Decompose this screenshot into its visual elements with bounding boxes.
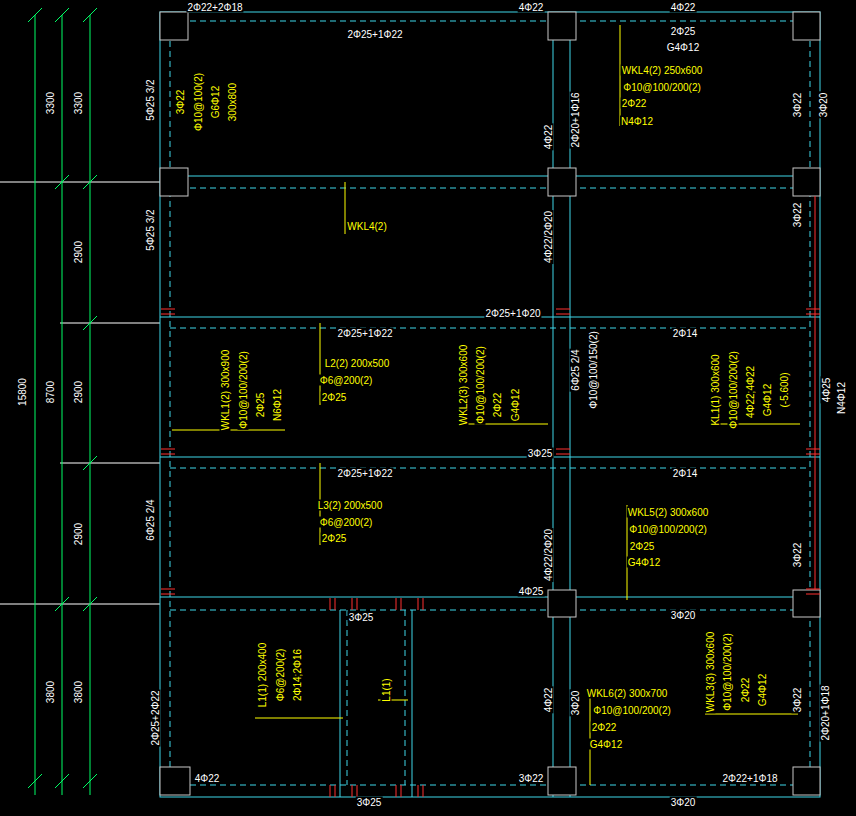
beam-label: 2Φ25 (321, 392, 348, 403)
beam-label: Φ6@200(2) (275, 648, 286, 703)
beam-label: L3(2) 200x500 (317, 500, 384, 511)
beam-label: L1(1) 200x400 (257, 642, 268, 709)
beam-label: 2Φ25 (255, 392, 266, 419)
beam-label: WKL3(3) 300x600 (705, 631, 716, 714)
rebar-note: 2Φ22+2Φ18 (186, 1, 243, 12)
beam-label: Φ10@100/200(2) (238, 350, 249, 430)
rebar-note: 2Φ14 (672, 468, 699, 479)
rebar-note: 5Φ25 3/2 (145, 78, 156, 121)
beam-label: N4Φ12 (620, 116, 654, 127)
beam-label: L2(2) 200x500 (324, 358, 391, 369)
rebar-note: 3Φ20 (670, 610, 697, 621)
rebar-note: N4Φ12 (836, 381, 847, 415)
rebar-note: 4Φ22/2Φ20 (543, 528, 554, 582)
dimension-text: 8700 (45, 380, 56, 404)
beam-label: G4Φ12 (762, 383, 773, 417)
beam-label: Φ10@100/200(2) (722, 632, 733, 712)
beam-label: G4Φ12 (627, 557, 661, 568)
rebar-note: 3Φ20 (670, 797, 697, 808)
beam-label: (-5.600) (779, 371, 790, 408)
rebar-note: 6Φ25 2/4 (570, 348, 581, 391)
beam-label: N6Φ12 (272, 388, 283, 422)
beam-label: G4Φ12 (510, 388, 521, 422)
dimension-text: 3300 (73, 91, 84, 115)
rebar-note: 3Φ22 (792, 202, 803, 229)
rebar-note: 4Φ22 (518, 2, 545, 13)
dimension-text: 2900 (73, 380, 84, 404)
rebar-note: 2Φ20+1Φ18 (820, 684, 831, 741)
beam-label: 2Φ22 (740, 677, 751, 704)
dimension-text: 2900 (73, 240, 84, 264)
rebar-note: 4Φ25 (821, 377, 832, 404)
rebar-note: 4Φ22 (670, 2, 697, 13)
rebar-note: 2Φ22+1Φ18 (721, 773, 778, 784)
rebar-note: 2Φ25+2Φ22 (150, 689, 161, 746)
rebar-note: 4Φ25 (518, 586, 545, 597)
beam-label: 2Φ22 (591, 722, 618, 733)
beam-label: WKL2(3) 300x600 (458, 344, 469, 427)
beam-label: Φ10@100/200(2) (475, 345, 486, 425)
rebar-note: 2Φ20+1Φ16 (570, 91, 581, 148)
rebar-note: 2Φ25 (670, 26, 697, 37)
beam-label: Φ10@100/200(2) (728, 350, 739, 430)
dimension-text: 3800 (73, 680, 84, 704)
beam-label: G6Φ12 (210, 85, 221, 119)
beam-label: WKL4(2) (346, 221, 387, 232)
beam-label: 4Φ22;4Φ22 (745, 365, 756, 419)
beam-label: Φ10@100(2) (193, 72, 204, 132)
rebar-note: 3Φ25 (356, 797, 383, 808)
beam-label: L1(1) (381, 677, 392, 702)
dimension-text: 15800 (17, 377, 28, 407)
dimension-text: 2900 (73, 522, 84, 546)
rebar-note: 2Φ25+1Φ22 (346, 29, 403, 40)
beam-label: 2Φ22 (621, 98, 648, 109)
beam-label: 300x800 (227, 82, 238, 122)
rebar-note: Φ10@100/150(2) (588, 330, 599, 410)
beam-label: 3Φ22 (175, 89, 186, 116)
rebar-note: 2Φ14 (672, 328, 699, 339)
rebar-note: 6Φ25 2/4 (145, 498, 156, 541)
beam-label: 2Φ25 (321, 533, 348, 544)
rebar-note: 4Φ22 (194, 773, 221, 784)
rebar-note: 3Φ22 (518, 773, 545, 784)
beam-label: G4Φ12 (757, 673, 768, 707)
beam-label: Φ10@100/200(2) (628, 524, 708, 535)
rebar-note: 4Φ22/2Φ20 (543, 210, 554, 264)
rebar-note: 2Φ25+1Φ20 (484, 308, 541, 319)
beam-label: 2Φ22 (492, 392, 503, 419)
rebar-note: 2Φ25+1Φ22 (336, 468, 393, 479)
beam-label: G4Φ12 (589, 739, 623, 750)
beam-label: 2Φ25 (629, 541, 656, 552)
rebar-note: 5Φ25 3/2 (145, 208, 156, 251)
rebar-note: 4Φ22 (543, 124, 554, 151)
rebar-note: 3Φ25 (527, 448, 554, 459)
beam-label: WKL5(2) 300x600 (627, 507, 710, 518)
beam-label: WKL1(2) 300x900 (220, 349, 231, 432)
beam-label: 2Φ14;2Φ16 (292, 648, 303, 702)
beam-label: WKL6(2) 300x700 (586, 688, 669, 699)
beam-label: Φ10@100/200(2) (622, 82, 702, 93)
rebar-note: 3Φ20 (570, 690, 581, 717)
beam-label: Φ6@200(2) (319, 375, 374, 386)
dimension-text: 3800 (45, 680, 56, 704)
beam-label: WKL4(2) 250x600 (621, 65, 704, 76)
rebar-note: 4Φ22 (543, 687, 554, 714)
rebar-note: 2Φ25+1Φ22 (336, 328, 393, 339)
rebar-note: G4Φ12 (666, 42, 700, 53)
rebar-note: 3Φ22 (792, 687, 803, 714)
beam-label: Φ10@100/200(2) (592, 705, 672, 716)
rebar-note: 3Φ25 (348, 612, 375, 623)
dimension-text: 3300 (45, 91, 56, 115)
rebar-note: 3Φ22 (792, 92, 803, 119)
beam-label: KL1(1) 300x600 (710, 353, 721, 426)
rebar-note: 3Φ20 (818, 92, 829, 119)
rebar-note: 3Φ22 (792, 542, 803, 569)
beam-label: Φ6@200(2) (319, 517, 374, 528)
